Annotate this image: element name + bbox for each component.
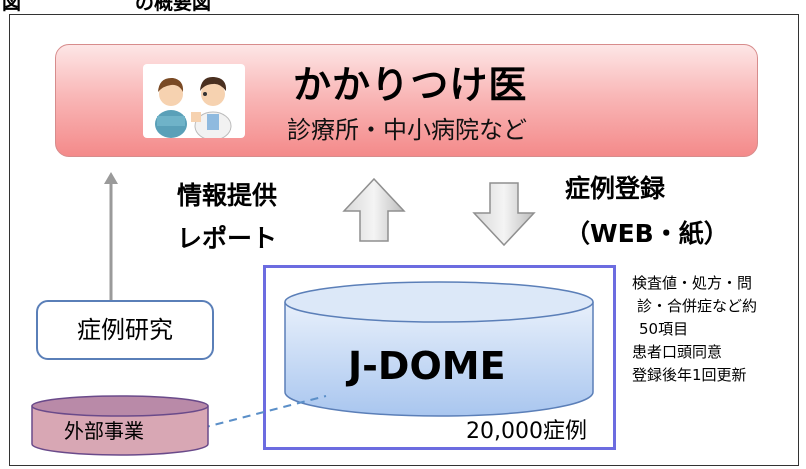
doctor-patient-icon bbox=[143, 64, 245, 138]
jdome-case-count: 20,000症例 bbox=[466, 419, 587, 444]
external-business-label: 外部事業 bbox=[64, 419, 144, 443]
case-study-box: 症例研究 bbox=[36, 300, 214, 360]
info-provision-label: 情報提供 bbox=[177, 181, 278, 210]
external-link-dashed-line bbox=[201, 395, 327, 429]
note-line: 診・合併症など約 bbox=[637, 297, 758, 315]
jdome-database-icon bbox=[284, 281, 594, 417]
case-registration-label: 症例登録 bbox=[565, 174, 666, 203]
down-arrow-icon bbox=[472, 182, 536, 247]
note-line: 検査値・処方・問 bbox=[632, 274, 753, 292]
primary-care-subtitle: 診療所・中小病院など bbox=[287, 116, 527, 144]
note-line: 患者口頭同意 bbox=[632, 343, 723, 361]
up-arrow-icon bbox=[342, 177, 406, 242]
figure-title: 図 の概要図 bbox=[2, 0, 212, 14]
primary-care-title: かかりつけ医 bbox=[293, 63, 528, 107]
diagram-frame bbox=[9, 14, 799, 466]
research-up-arrow-icon bbox=[104, 172, 118, 302]
jdome-label: J-DOME bbox=[348, 344, 506, 388]
note-line: 登録後年1回更新 bbox=[632, 366, 747, 384]
external-business-cylinder-icon bbox=[31, 395, 209, 456]
note-line: 50項目 bbox=[639, 320, 689, 338]
registration-method-label: （WEB・紙） bbox=[565, 219, 729, 248]
report-label: レポート bbox=[177, 224, 278, 253]
